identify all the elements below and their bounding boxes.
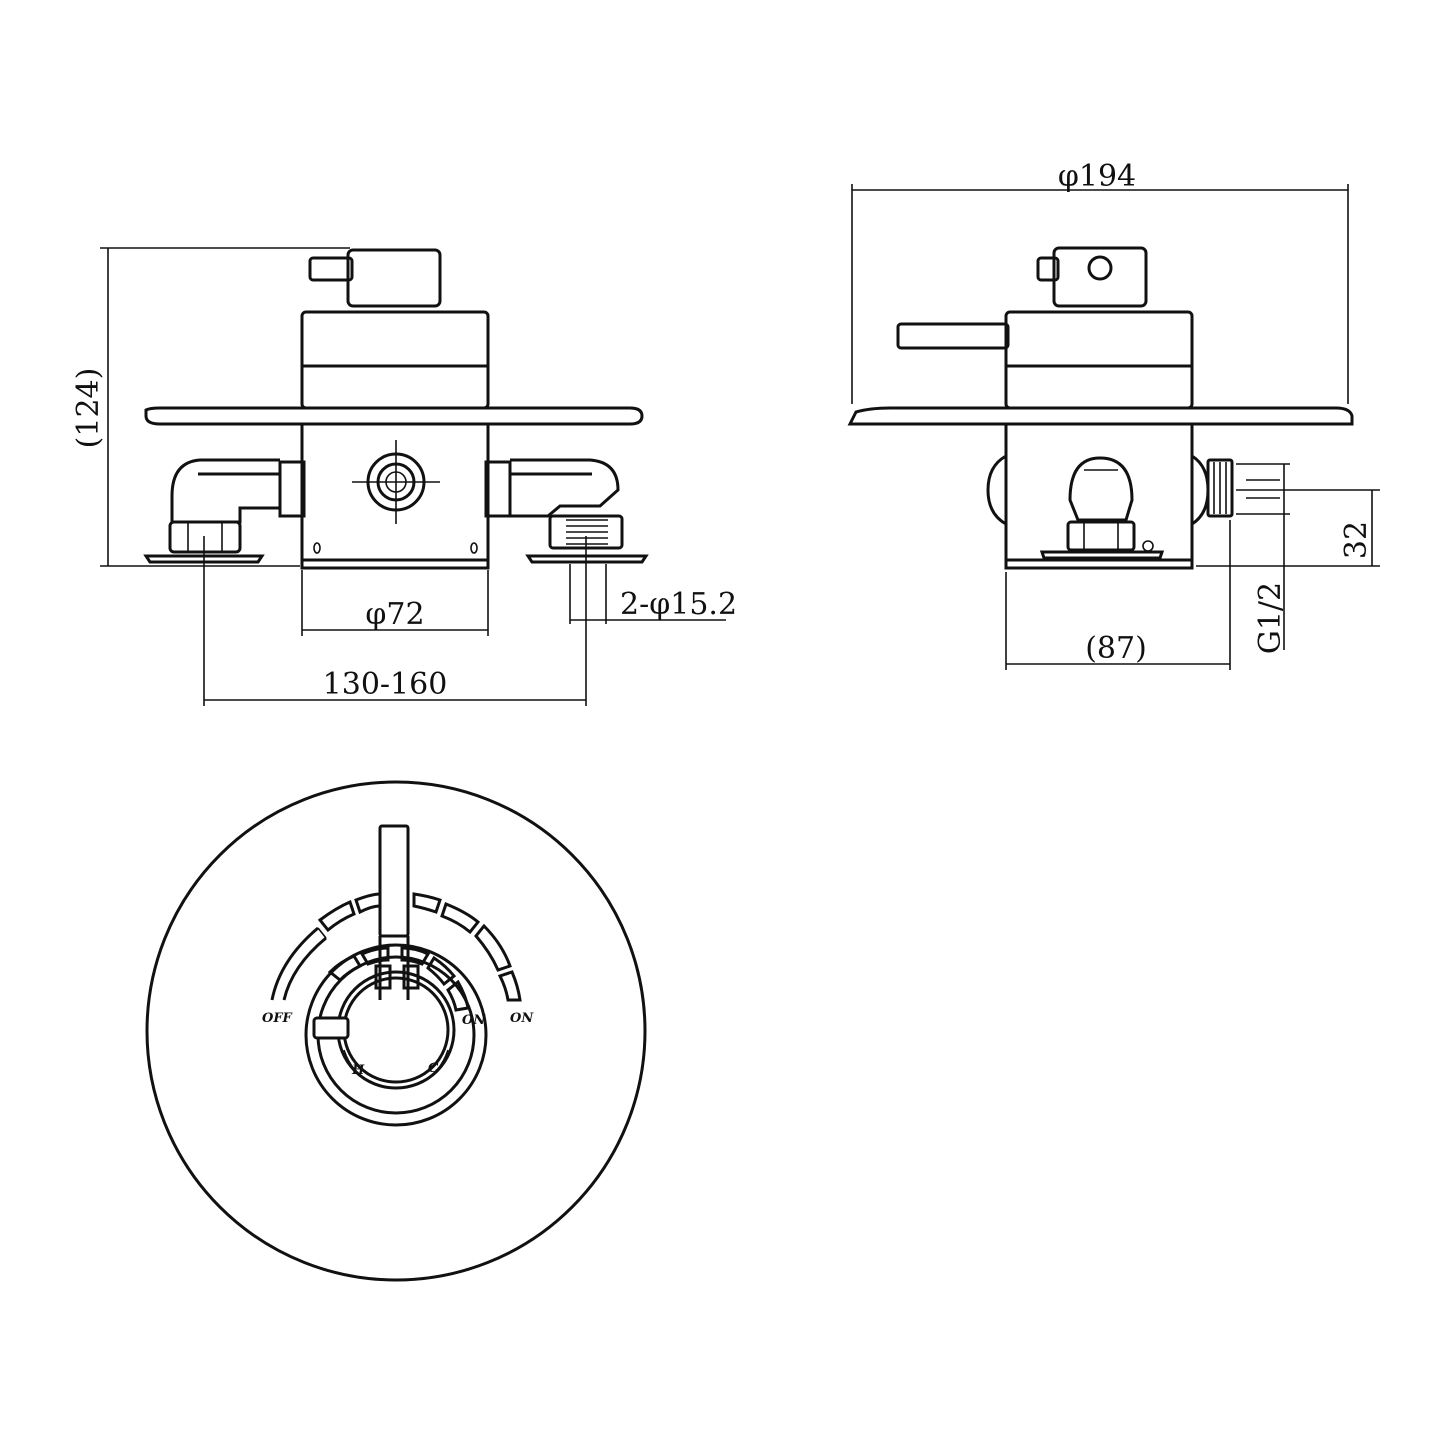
side-view: φ194 (87) G1/2 32 [847,159,1380,670]
flow-scale-arc [270,926,319,1001]
side-top-knob [1052,246,1148,308]
hot-label: H [351,1063,365,1078]
off-label: OFF [262,1011,293,1026]
centers-label: 130-160 [323,667,448,702]
left-inlet-elbow [143,458,306,564]
body-diameter-label: φ72 [365,597,424,632]
thread-label: G1/2 [1253,582,1288,654]
top-knob [346,248,442,308]
side-elbow [1068,456,1134,522]
depth-label: (87) [1085,631,1147,666]
threaded-outlet [1206,458,1234,518]
on-outer-label: ON [510,1011,534,1026]
plate-diameter-label: φ194 [1058,159,1136,194]
body-lower [300,422,490,570]
handle-ring [304,943,488,1127]
side-lever [896,322,1010,350]
front-view: (124) φ72 2-φ15.2 130-160 [71,247,737,706]
pipe-label: 2-φ15.2 [620,587,737,622]
cover-plate-outline [145,780,647,1282]
plan-view: OFF ON ON H C [145,780,647,1282]
lever-handle [378,824,410,938]
right-inlet-elbow [484,458,649,564]
on-inner-label: ON [462,1013,486,1028]
side-cover-plate [847,406,1354,426]
cold-label: C [428,1061,439,1076]
height-label: (124) [71,368,106,449]
temperature-lever [312,1016,350,1040]
cover-plate [144,406,644,426]
side-body-lower [1004,422,1194,570]
thread-length-label: 32 [1339,521,1374,559]
lever-stub [308,256,354,282]
body-upper [300,310,490,410]
